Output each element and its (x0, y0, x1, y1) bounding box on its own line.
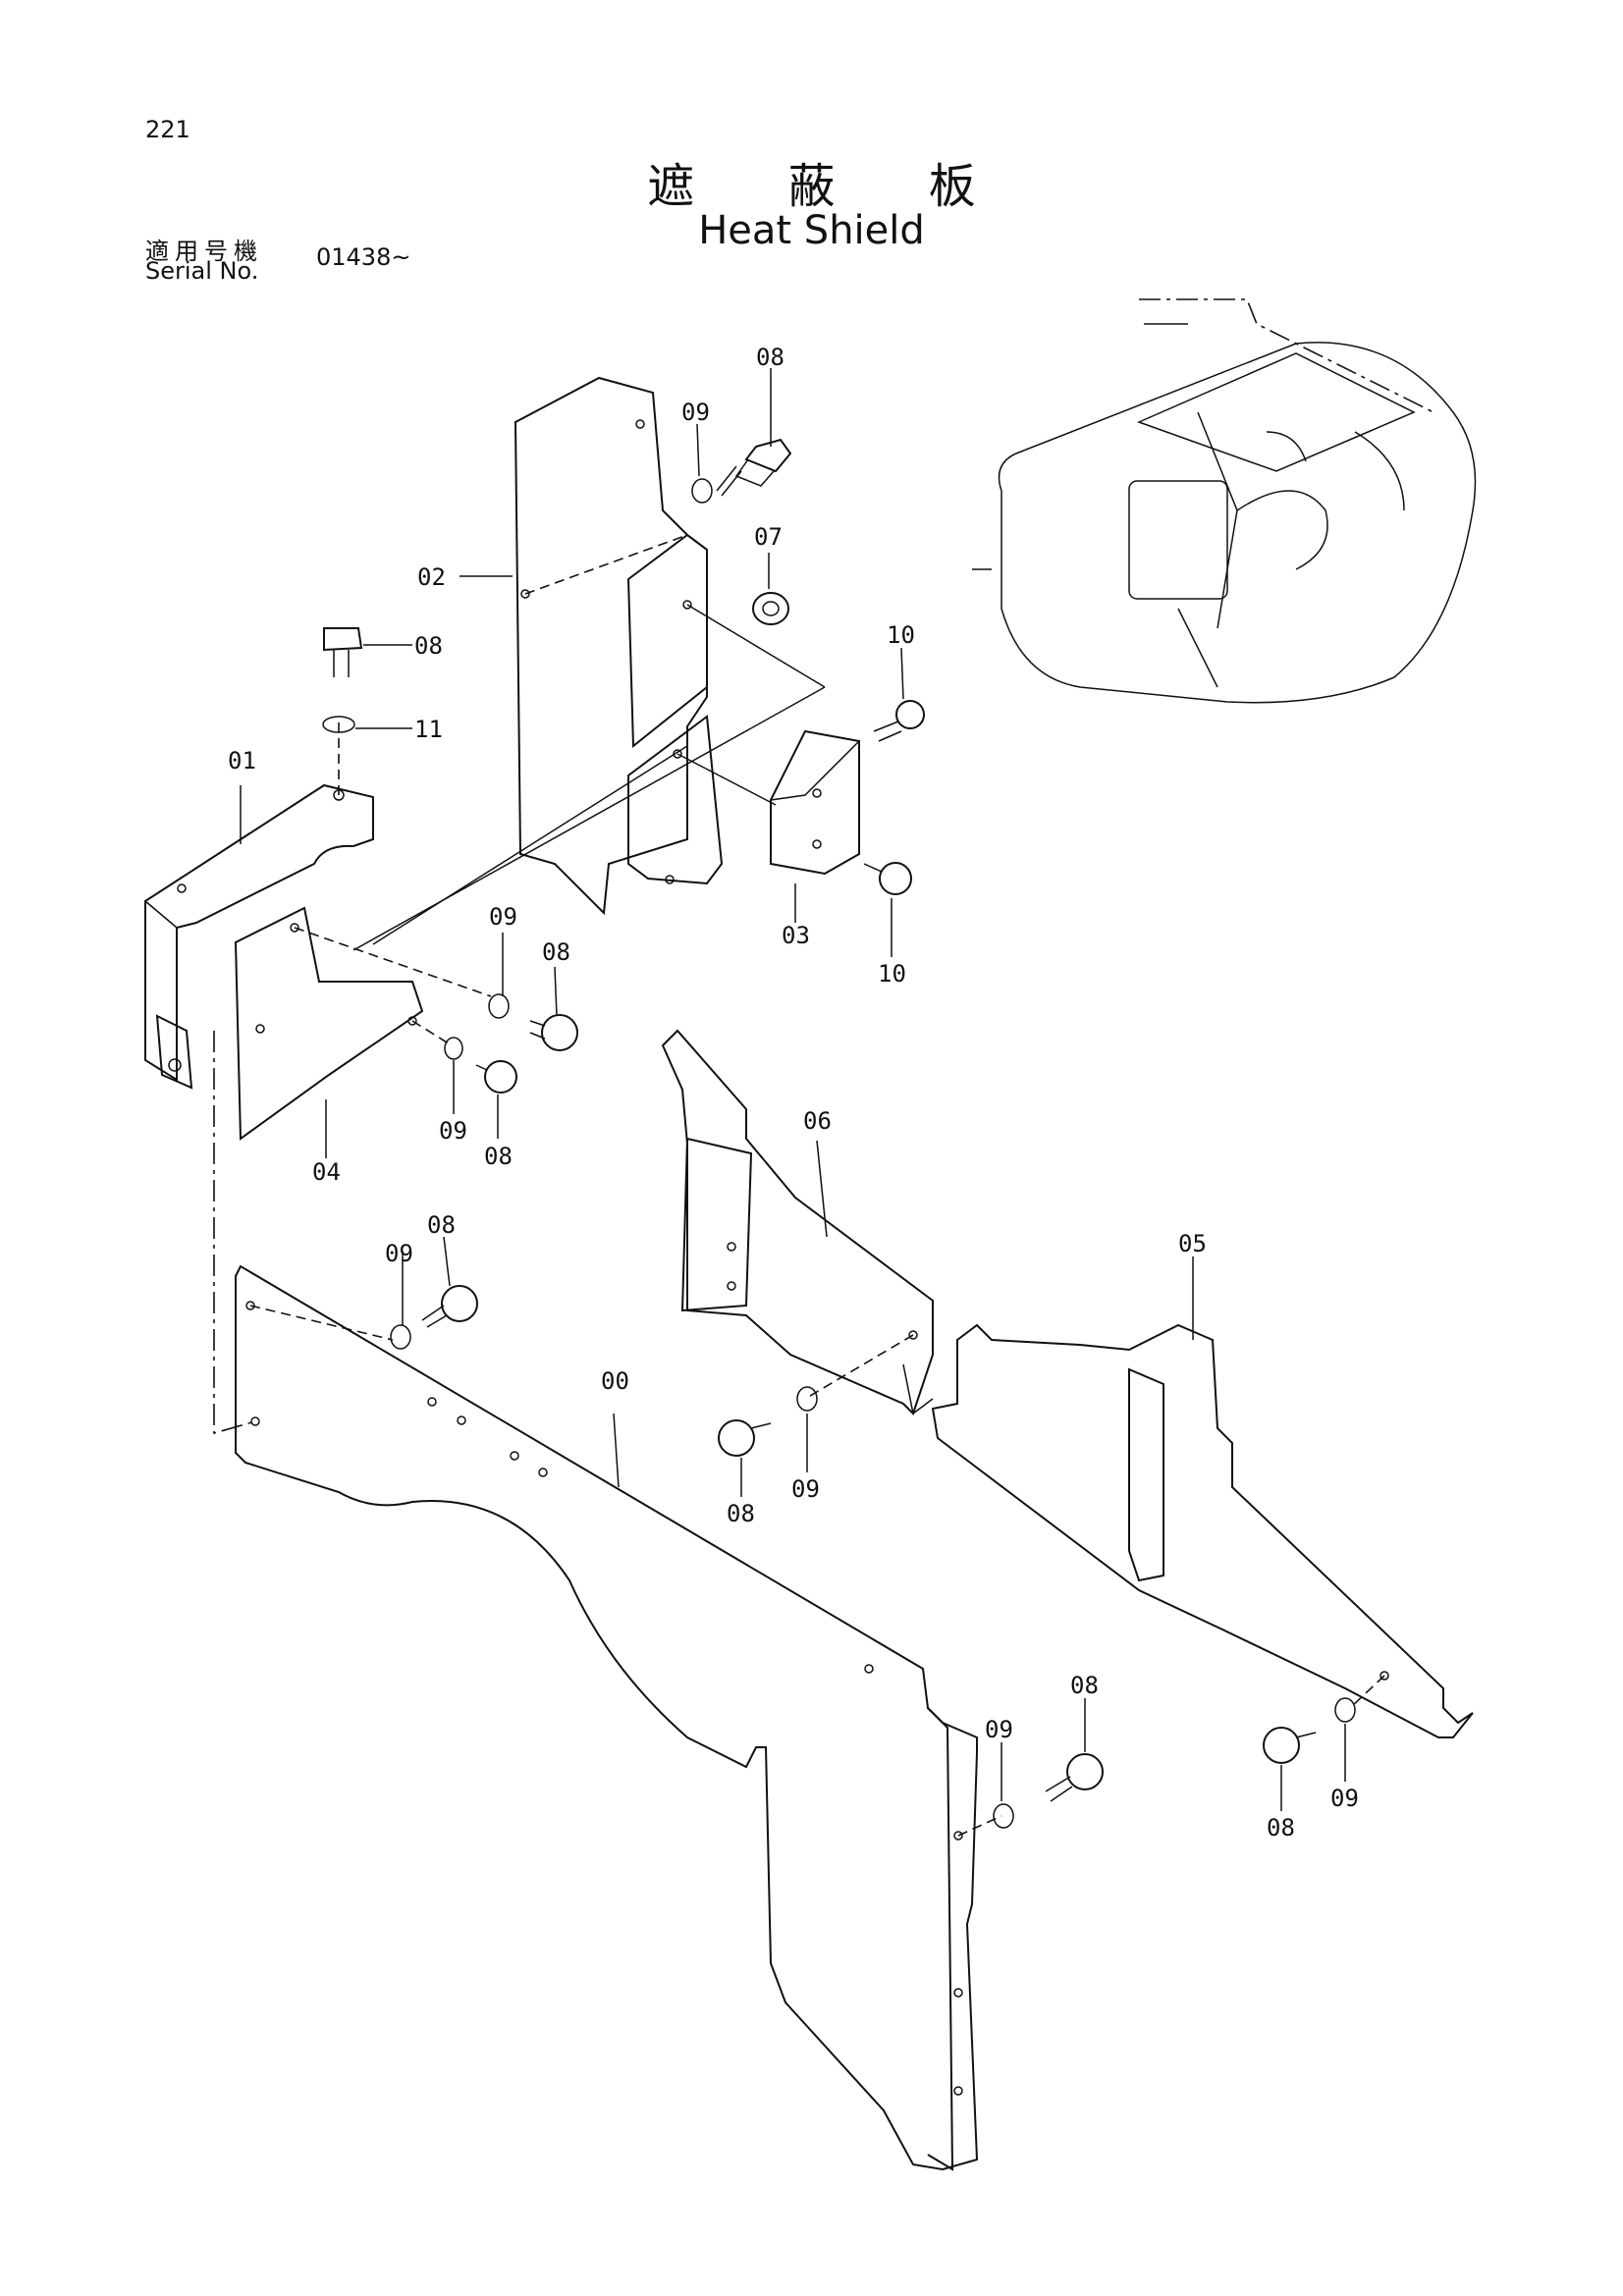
callout-08-middle: 08 (542, 938, 570, 966)
callout-09-right: 09 (1330, 1785, 1359, 1812)
bolt-08-center (718, 1419, 772, 1457)
assembly-lines (213, 534, 1385, 1837)
bolt-10-upper (873, 700, 925, 742)
part-00-main-shield (235, 1264, 979, 2171)
part-01-side-support (144, 783, 374, 1090)
bolt-08-left (323, 627, 363, 677)
page-title-japanese: 遮 蔽 板 (647, 159, 1015, 214)
part-06-middle-shield (661, 1029, 934, 1415)
serial-label-japanese: 適用号機 (145, 238, 263, 265)
callout-09-lower-left: 09 (439, 1117, 467, 1145)
nut-07 (752, 592, 789, 625)
washer-09-center (796, 1386, 818, 1412)
callout-10-upper: 10 (887, 621, 915, 649)
washer-09-lower-left (444, 1037, 463, 1060)
part-05-right-shield (931, 1323, 1474, 1738)
bolt-08-middle (529, 1014, 578, 1051)
callout-06: 06 (803, 1107, 832, 1135)
washer-09-bottom-left (390, 1324, 411, 1350)
washer-09-bottom (993, 1803, 1014, 1829)
callout-01: 01 (228, 747, 256, 774)
callout-09-bottom-left: 09 (385, 1240, 413, 1267)
bolt-10-lower (863, 862, 912, 895)
callout-08-lower-left: 08 (484, 1143, 513, 1170)
part-03-bracket (770, 729, 860, 876)
serial-label: Serial No. (145, 257, 259, 285)
callout-08-top: 08 (756, 344, 784, 371)
callout-00: 00 (601, 1367, 629, 1395)
callout-04: 04 (312, 1158, 341, 1186)
callout-leaders (240, 368, 1346, 1811)
part-02-upper-shield (514, 376, 724, 916)
callout-09-middle: 09 (489, 903, 517, 931)
part-04-l-plate (234, 906, 424, 1141)
bolt-08-lower-left (475, 1060, 517, 1094)
callout-08-bottom-left: 08 (427, 1211, 456, 1239)
bolt-08-bottom (1045, 1753, 1104, 1802)
callout-07: 07 (754, 523, 783, 551)
callout-03: 03 (782, 922, 810, 949)
callout-10-lower: 10 (878, 960, 906, 988)
page-title: Heat Shield (698, 208, 925, 253)
callout-09-top: 09 (681, 399, 710, 426)
callout-08-left: 08 (414, 632, 443, 660)
serial-value: 01438~ (316, 243, 411, 271)
machine-overview-inset (972, 298, 1477, 704)
washer-09-top (691, 478, 713, 504)
callout-11: 11 (414, 716, 443, 743)
callout-08-center: 08 (727, 1500, 755, 1527)
washer-09-right (1334, 1697, 1356, 1723)
washer-09-middle (488, 993, 510, 1019)
bolt-08-right (1263, 1727, 1317, 1764)
bolt-08-top (716, 438, 792, 497)
callout-05: 05 (1178, 1230, 1207, 1257)
callout-08-bottom: 08 (1070, 1672, 1099, 1699)
callout-09-center: 09 (791, 1475, 820, 1503)
callout-09-bottom: 09 (985, 1716, 1013, 1743)
callout-labels: 02 08 11 01 08 09 07 10 03 10 04 09 08 0… (228, 344, 1359, 1842)
callout-02: 02 (417, 563, 446, 591)
callout-08-right: 08 (1267, 1814, 1295, 1842)
page-number: 221 (145, 116, 190, 143)
bolt-08-bottom-left (421, 1285, 478, 1328)
